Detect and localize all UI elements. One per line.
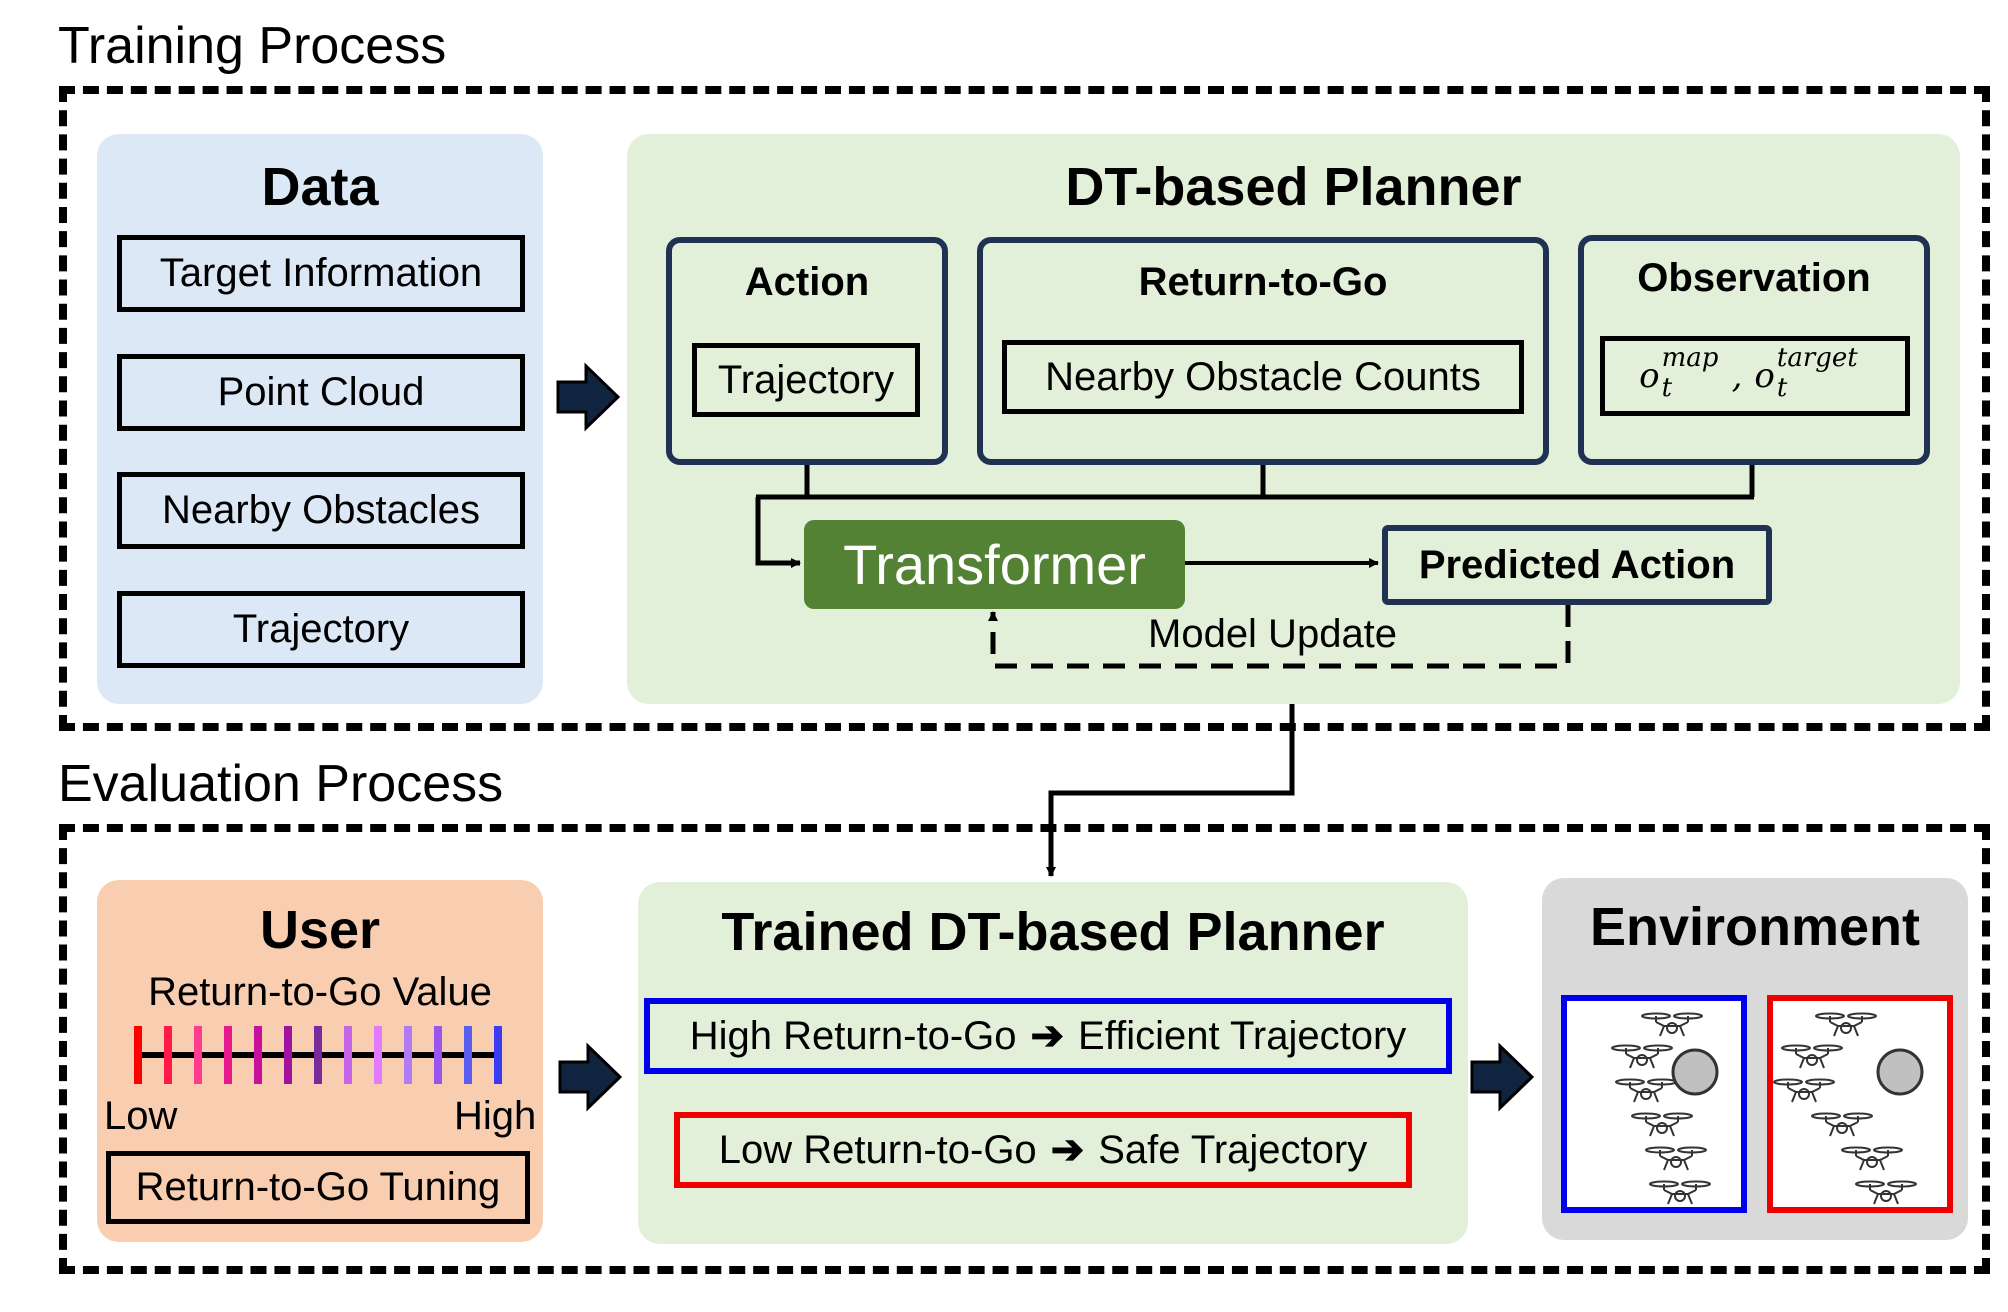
action-group <box>666 237 948 465</box>
evaluation-process-title: Evaluation Process <box>58 755 504 813</box>
arrow-right-icon: ➔ <box>1030 1014 1065 1058</box>
training-to-evaluation-connector <box>1046 704 1295 877</box>
obs-map-base: o <box>1639 356 1660 396</box>
training-process-frame <box>59 86 1990 731</box>
environment-efficient-scene <box>1561 995 1747 1213</box>
obs-map-subscript: t <box>1661 373 1673 403</box>
dt-planner-panel <box>627 134 1960 704</box>
transformer-block: Transformer <box>804 520 1185 609</box>
data-item-target-information: Target Information <box>117 235 525 312</box>
rtg-high-label: High <box>454 1094 537 1138</box>
inputs-to-transformer-connector <box>755 465 1755 568</box>
model-update-feedback-line <box>988 605 1571 669</box>
low-rtg-label: Low Return-to-Go <box>718 1127 1037 1172</box>
high-rtg-label: High Return-to-Go <box>689 1013 1017 1058</box>
environment-title: Environment <box>1589 897 1921 957</box>
obs-map-superscript: map <box>1661 343 1719 373</box>
user-panel-title: User <box>259 900 381 960</box>
rtg-tuning-button[interactable]: Return-to-Go Tuning <box>106 1151 530 1224</box>
observation-title: Observation <box>1637 256 1871 300</box>
rtg-low-label: Low <box>104 1094 178 1138</box>
return-to-go-group <box>977 237 1549 465</box>
user-to-planner-arrow-icon <box>558 1042 623 1112</box>
trained-planner-title: Trained DT-based Planner <box>721 902 1385 962</box>
obs-target-base: o <box>1754 356 1775 396</box>
training-process-title: Training Process <box>58 17 447 75</box>
evaluation-process-frame <box>59 824 1990 1274</box>
model-update-label: Model Update <box>1148 612 1398 656</box>
arrow-right-icon: ➔ <box>1050 1128 1085 1172</box>
nearby-obstacle-counts-box: Nearby Obstacle Counts <box>1002 340 1524 414</box>
environment-safe-scene <box>1767 995 1953 1213</box>
efficient-trajectory-label: Efficient Trajectory <box>1078 1013 1407 1058</box>
data-item-nearby-obstacles: Nearby Obstacles <box>117 472 525 549</box>
data-item-point-cloud: Point Cloud <box>117 354 525 431</box>
planner-to-environment-arrow-icon <box>1470 1042 1535 1112</box>
data-panel-title: Data <box>261 157 379 217</box>
high-rtg-efficient-box: High Return-to-Go ➔ Efficient Trajectory <box>644 998 1452 1074</box>
data-item-trajectory: Trajectory <box>117 591 525 668</box>
obs-target-subscript: t <box>1776 373 1788 403</box>
safe-trajectory-label: Safe Trajectory <box>1098 1127 1368 1172</box>
obs-separator: , <box>1731 356 1743 396</box>
low-rtg-safe-box: Low Return-to-Go ➔ Safe Trajectory <box>674 1112 1412 1188</box>
data-to-planner-arrow-icon <box>556 362 621 432</box>
dt-planner-title: DT-based Planner <box>1065 157 1522 217</box>
action-trajectory-box: Trajectory <box>692 343 920 417</box>
observation-group <box>1578 235 1930 465</box>
return-to-go-title: Return-to-Go <box>1138 260 1388 304</box>
rtg-value-label: Return-to-Go Value <box>148 970 492 1014</box>
action-title: Action <box>744 260 870 304</box>
predicted-action-box: Predicted Action <box>1382 525 1772 605</box>
obs-target-superscript: target <box>1776 343 1858 373</box>
